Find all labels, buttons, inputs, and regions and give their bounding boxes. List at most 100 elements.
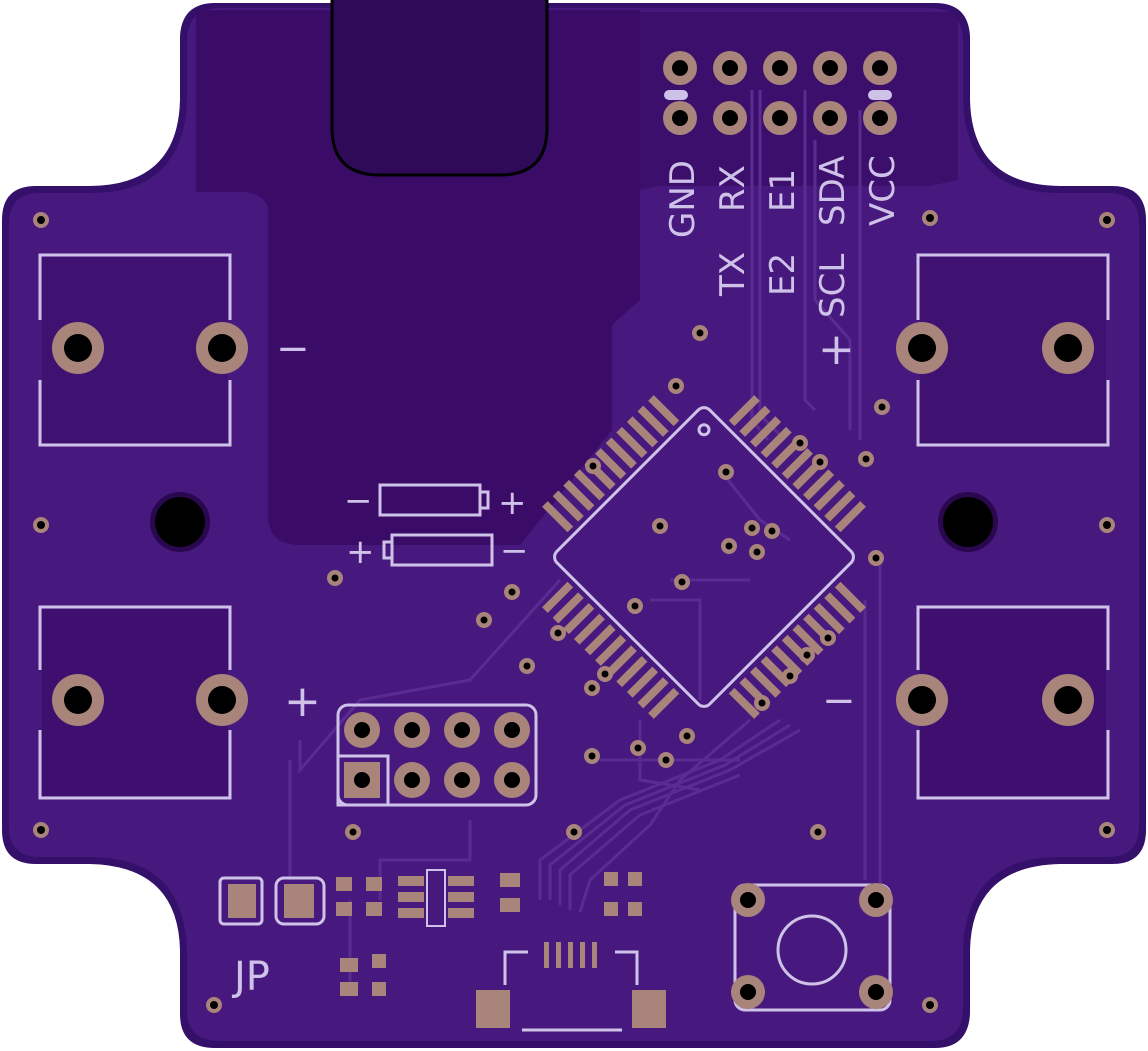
mcu-pin: [552, 592, 584, 624]
label-e1: E1: [763, 169, 803, 212]
via-drill: [748, 524, 756, 532]
mcu-pin: [573, 469, 606, 501]
mcu-pin: [552, 490, 584, 522]
via-drill: [862, 455, 870, 463]
via-drill: [872, 554, 880, 562]
header-2x4: [336, 703, 538, 807]
vias: [327, 325, 890, 840]
mcu-pin: [595, 448, 627, 480]
mcu-pin: [760, 426, 792, 459]
motor-pads: [52, 322, 1094, 726]
mcu-pin: [834, 501, 866, 533]
motor-outline-bottom-left: [38, 605, 232, 800]
mcu-pin: [637, 677, 669, 709]
label-e2: E2: [763, 253, 803, 296]
label-scl: SCL: [813, 254, 853, 318]
mcu-pin: [573, 613, 606, 645]
label-gnd: GND: [663, 160, 703, 238]
via-drill: [331, 574, 339, 582]
via-drill: [824, 634, 832, 642]
polarity-bottom-right: −: [822, 678, 856, 724]
battery-mark-upper-right: +: [498, 483, 527, 523]
mcu-pin: [648, 395, 680, 427]
mcu-pin: [802, 469, 835, 501]
mcu-pins: [542, 395, 866, 719]
motor-outline-bottom-right: [916, 605, 1110, 800]
via-drill: [696, 329, 704, 337]
via-drill: [656, 522, 664, 530]
via-drill: [672, 382, 680, 390]
mcu-pin: [626, 416, 659, 448]
via-drill: [480, 616, 488, 624]
via-drill: [758, 699, 766, 707]
via-drill: [508, 588, 516, 596]
via-drill: [631, 602, 639, 610]
mcu-pin: [824, 592, 856, 624]
via-drill: [878, 403, 886, 411]
mcu-pin: [749, 416, 782, 448]
via-drill: [803, 651, 811, 659]
via-drill: [768, 527, 776, 535]
mcu-pin: [563, 602, 595, 635]
via-drill: [634, 744, 642, 752]
mcu-pin: [542, 581, 574, 613]
micro-usb-footprint: [476, 942, 666, 1032]
motor-outline-top-right: [916, 253, 1110, 447]
mcu-pin: [792, 624, 824, 656]
jumper-label: JP: [231, 954, 270, 1000]
via-drill: [588, 684, 596, 692]
via-drill: [554, 629, 562, 637]
polarity-top-left: −: [276, 326, 310, 372]
via-drill: [523, 662, 531, 670]
mcu-pin: [616, 655, 648, 688]
mcu-pin: [563, 479, 595, 512]
smd-components: [218, 869, 642, 996]
via-drill: [570, 828, 578, 836]
battery-mark-upper-left: −: [344, 481, 373, 521]
header-2x5: [663, 51, 897, 135]
mcu-pin: [616, 426, 648, 459]
mcu-pin: [637, 405, 669, 437]
via-drill: [662, 756, 670, 764]
via-drill: [722, 468, 730, 476]
via-drill: [601, 670, 609, 678]
battery-mark-lower-right: −: [500, 531, 529, 571]
via-drill: [786, 672, 794, 680]
via-drill: [725, 542, 733, 550]
corner-vias: [33, 210, 1115, 1013]
mcu-pin: [824, 490, 856, 522]
mcu-pin: [749, 666, 782, 698]
battery-mark-lower-left: +: [346, 532, 375, 572]
label-tx: TX: [713, 252, 753, 297]
mcu-pin: [626, 666, 659, 698]
mcu-chip: [553, 406, 855, 708]
tactile-switch: [731, 883, 893, 1012]
via-drill: [678, 578, 686, 586]
usb-connector-outline: [330, 0, 549, 177]
via-drill: [349, 828, 357, 836]
mcu-pin: [739, 405, 771, 437]
mcu-pin: [542, 501, 574, 533]
motor-outline-top-left: [38, 253, 232, 447]
mcu-pin: [605, 437, 637, 469]
label-sda: SDA: [813, 156, 853, 226]
via-drill: [816, 458, 824, 466]
via-drill: [753, 548, 761, 556]
mcu-pin: [728, 687, 760, 719]
via-drill: [796, 439, 804, 447]
mcu-pin: [813, 602, 845, 635]
mcu-pin: [781, 448, 813, 480]
mcu-pin: [584, 624, 616, 656]
mcu-pin: [595, 634, 627, 666]
header-labels: GND RX E1 SDA VCC TX E2 SCL: [663, 155, 903, 318]
polarity-bottom-left: +: [284, 676, 321, 727]
mcu-pin: [648, 687, 680, 719]
battery-connectors: − + + −: [344, 481, 529, 572]
label-rx: RX: [713, 165, 753, 212]
via-drill: [683, 732, 691, 740]
via-drill: [589, 462, 597, 470]
polarity-top-right: +: [818, 324, 855, 375]
mcu-pin: [813, 479, 845, 512]
